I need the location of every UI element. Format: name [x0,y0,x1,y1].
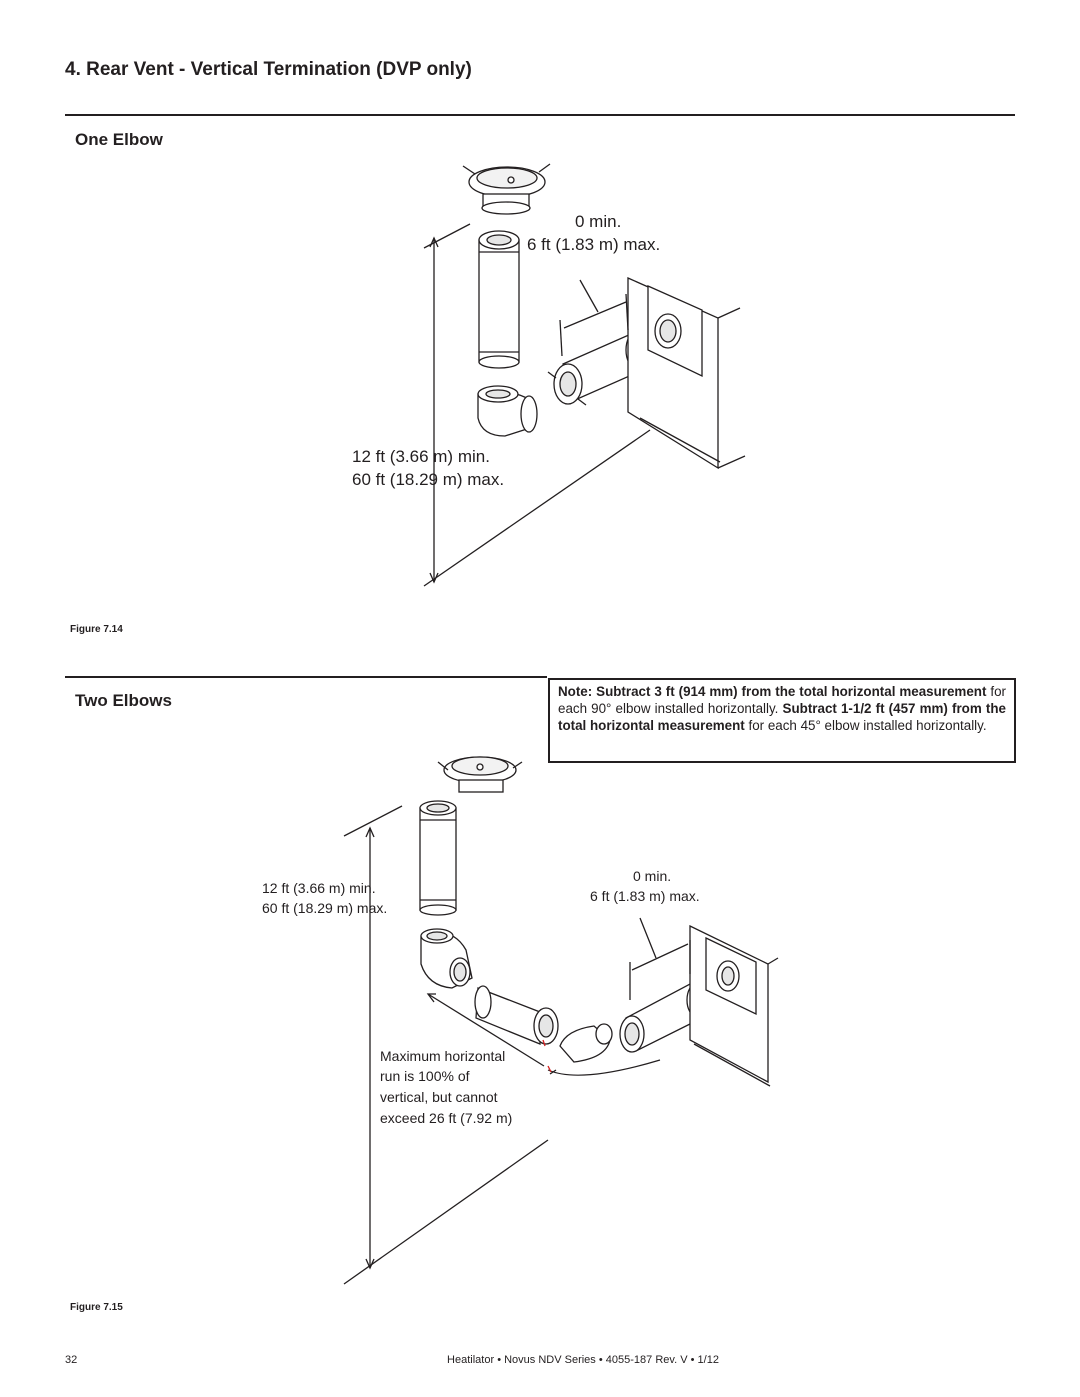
one-elbow-horizontal-min: 0 min. [575,212,622,231]
footer-info: Heatilator • Novus NDV Series • 4055-187… [356,1354,810,1366]
one-elbow-heading: One Elbow [75,130,163,149]
figure-7-15-label: Figure 7.15 [70,1302,123,1313]
section-title: 4. Rear Vent - Vertical Termination (DVP… [65,59,472,80]
one-elbow-vertical-min: 12 ft (3.66 m) min. [352,447,490,466]
footer-series: Novus NDV Series [504,1354,596,1366]
note-sentence-2-bold: Subtract 1-1/2 ft (457 mm) from the tota… [558,701,1006,733]
two-elbows-horizontal-min: 0 min. [633,868,672,884]
page-number: 32 [65,1354,78,1366]
section-divider [65,114,1015,116]
one-elbow-horizontal-max: 6 ft (1.83 m) max. [527,235,661,254]
two-elbows-vertical-max: 60 ft (18.29 m) max. [262,900,388,916]
two-elbows-horizontal-max: 6 ft (1.83 m) max. [590,888,700,904]
figure-7-14-label: Figure 7.14 [70,624,123,635]
two-elbows-vertical-min: 12 ft (3.66 m) min. [262,880,376,896]
footer-sep: • [690,1354,695,1366]
footer-sep: • [497,1354,502,1366]
mid-divider [65,676,547,678]
two-elbows-heading: Two Elbows [75,691,172,710]
vertical-pipe-icon [419,807,457,911]
one-elbow-vertical-max: 60 ft (18.29 m) max. [352,470,505,489]
max-run-line-2: run is 100% of [380,1068,470,1084]
max-run-line-4: exceed 26 ft (7.92 m) [380,1110,513,1126]
footer-sep: • [598,1354,603,1366]
footer-date: 1/12 [697,1354,719,1366]
note-sentence-2-rest: for each 45° elbow installed horizontall… [744,718,987,733]
note-sentence-1-bold: Note: Subtract 3 ft (914 mm) from the to… [558,684,987,699]
max-run-line-3: vertical, but cannot [380,1089,498,1105]
footer-brand: Heatilator [447,1354,495,1366]
note-sentence-1-rest: for each 90° elbow installed horizontall… [558,684,1006,716]
footer-doc: 4055-187 Rev. V [605,1354,688,1366]
note-box: Note: Subtract 3 ft (914 mm) from the to… [548,678,1016,763]
max-run-line-1: Maximum horizontal [380,1048,506,1064]
